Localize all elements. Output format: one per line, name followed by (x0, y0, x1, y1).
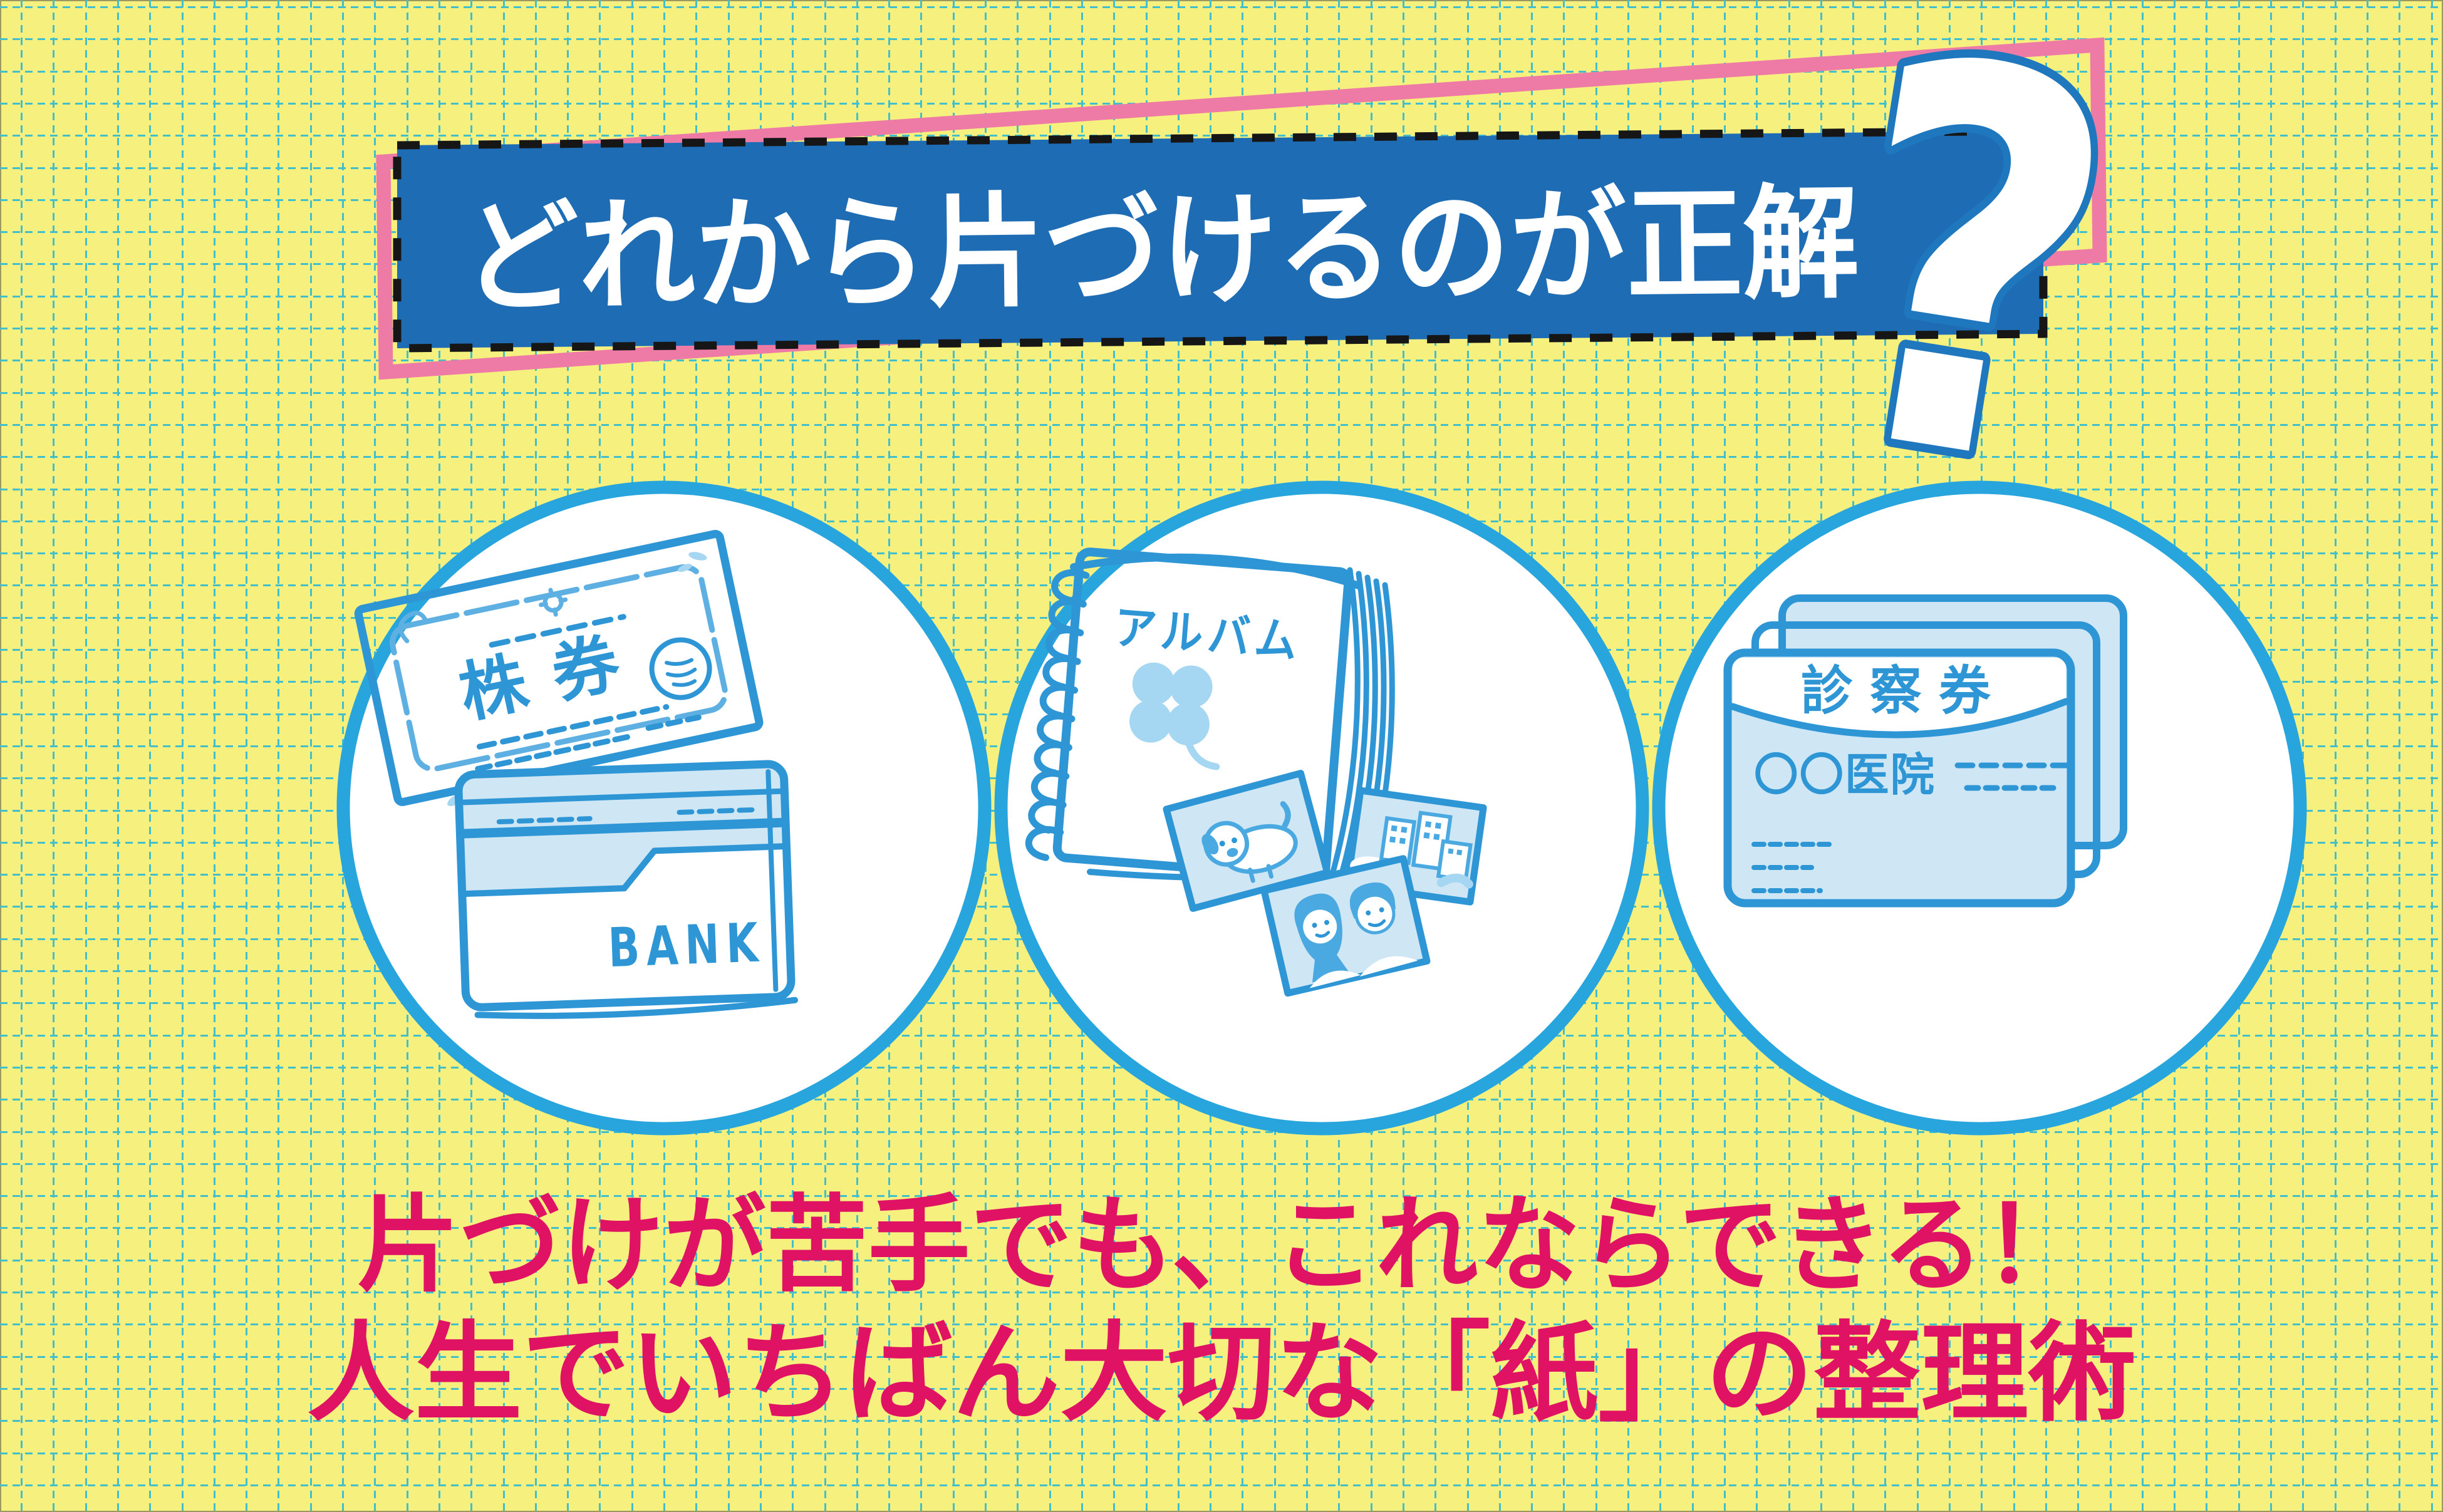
category-circle-securities: 株券 (336, 480, 992, 1136)
bankbook-band-lines (456, 788, 789, 898)
bankbook-shadow-line (474, 997, 799, 1019)
headline-line-1: 片づけが苦手でも、これならできる！ (357, 1188, 2086, 1305)
certificate-stamp-icon (649, 637, 712, 700)
medical-card-front-outline (1723, 648, 2075, 908)
certificate-flower-icon (539, 588, 568, 617)
medical-card-scribbles (1751, 762, 2070, 893)
building-windows (1389, 821, 1463, 856)
couple-photo (1260, 855, 1431, 997)
medical-card-title: 診察券 (1801, 660, 2008, 722)
certificate-paper (354, 530, 764, 806)
bankbook-page-edge (765, 769, 779, 992)
dog-photo (1163, 770, 1331, 912)
buildings-photo (1344, 787, 1487, 906)
circle-background-2 (994, 480, 1649, 1136)
page-title: どれから片づけるのが正解 (462, 175, 1860, 326)
certificate-decorative-border (390, 564, 729, 772)
pink-frame (376, 37, 2107, 380)
medical-card-band-curve (1729, 698, 2070, 738)
footer-headline-group: 片づけが苦手でも、これならできる！ 人生でいちばん大切な「紙」の整理術 (307, 1188, 2136, 1434)
clover-icon (1129, 662, 1220, 770)
album-spine (1069, 553, 1363, 590)
certificate-scribble-lines (475, 614, 702, 772)
clinic-name-label: 〇〇医院 (1754, 748, 1936, 801)
bankbook-scribbles (496, 807, 759, 825)
medical-card-title-band (1733, 658, 2066, 735)
category-circle-medical-cards: 診察券 〇〇医院 (1652, 480, 2307, 1136)
bankbook-outline (454, 760, 796, 1012)
category-circle-album: アルバム (994, 480, 1649, 1136)
headline-line-2: 人生でいちばん大切な「紙」の整理術 (307, 1315, 2136, 1434)
medical-card-stack: 診察券 〇〇医院 (1723, 594, 2127, 908)
title-banner (393, 127, 2048, 353)
bankbook-illustration: BANK (454, 760, 799, 1019)
bankbook-label: BANK (607, 911, 765, 980)
